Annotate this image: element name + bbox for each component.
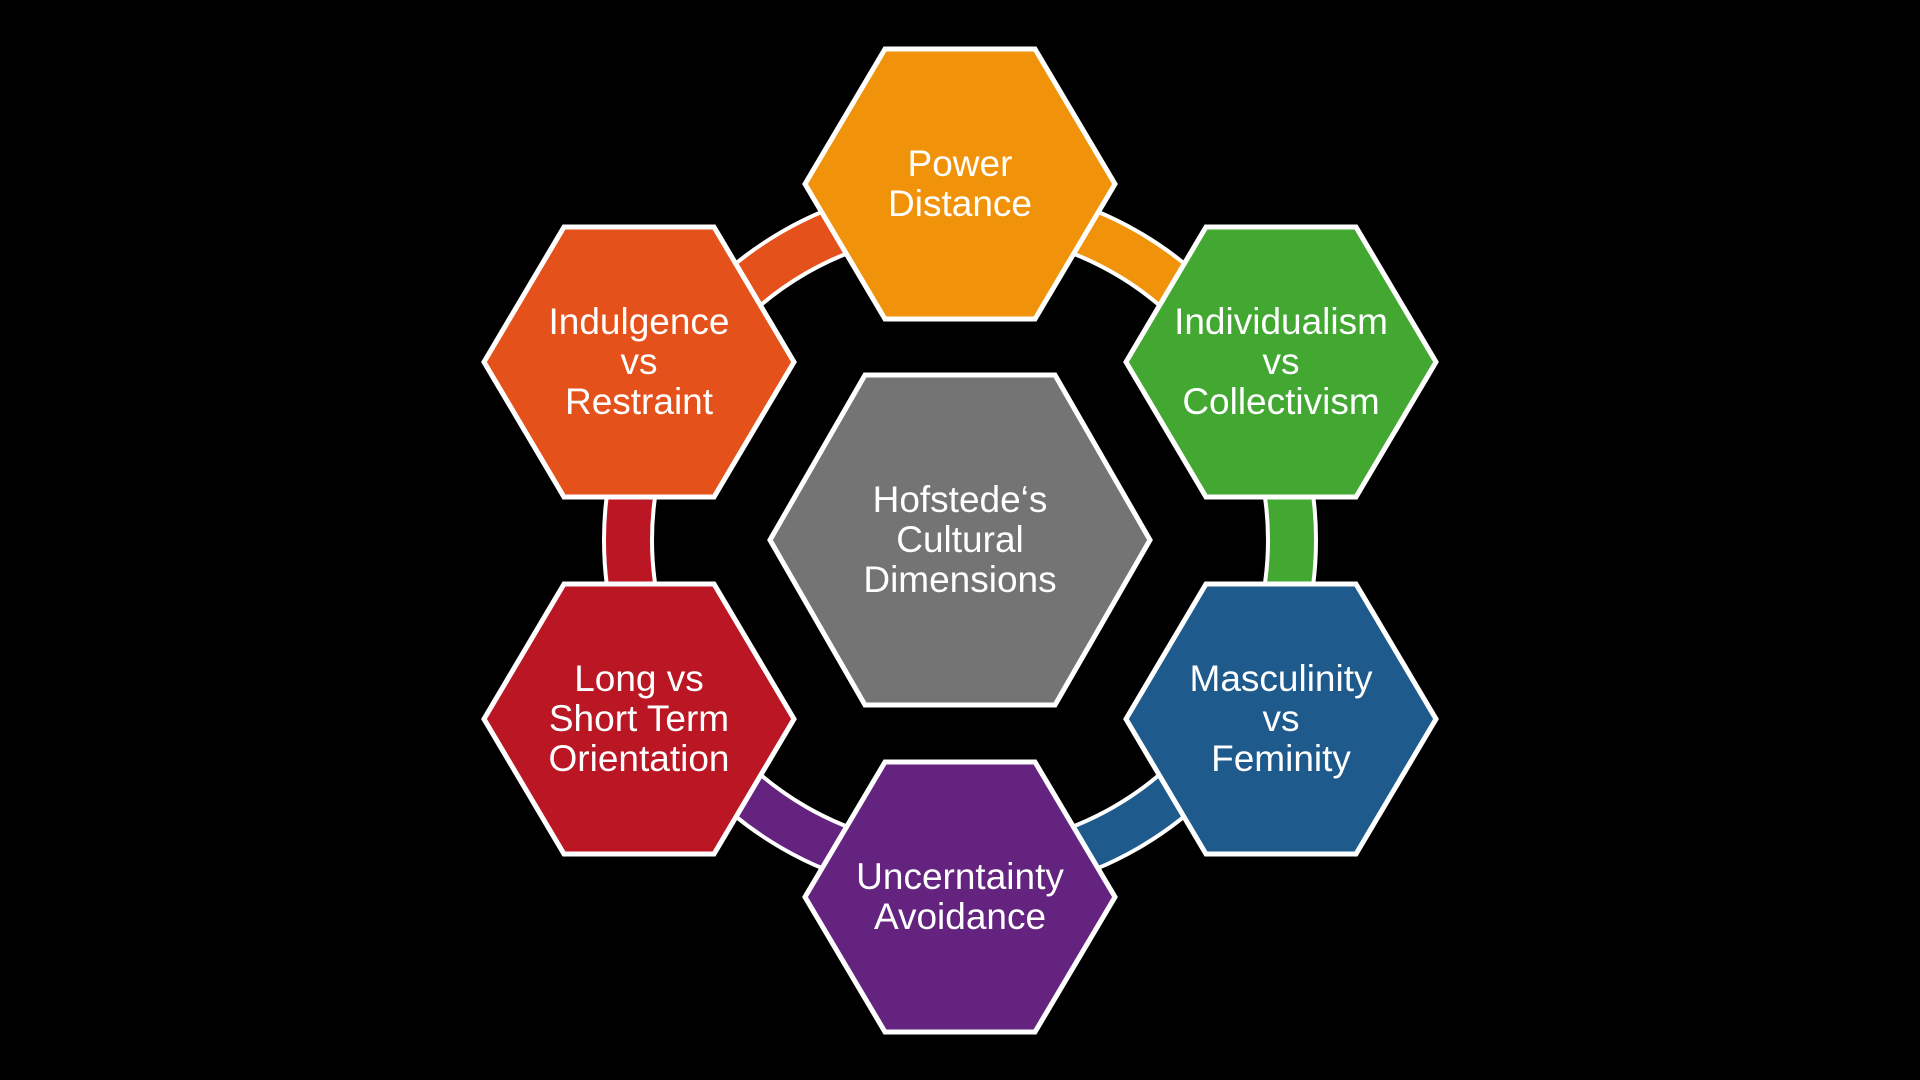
hexagon-center [767, 372, 1153, 708]
hexagon-masculinity [1123, 581, 1439, 857]
hexagon-uncertainty-avoidance [802, 759, 1118, 1035]
hexagon-layer [481, 46, 1439, 1035]
hexagon-long-short-term [481, 581, 797, 857]
hexagon-indulgence [481, 224, 797, 500]
hexagon-individualism [1123, 224, 1439, 500]
hexagon-power-distance [802, 46, 1118, 322]
